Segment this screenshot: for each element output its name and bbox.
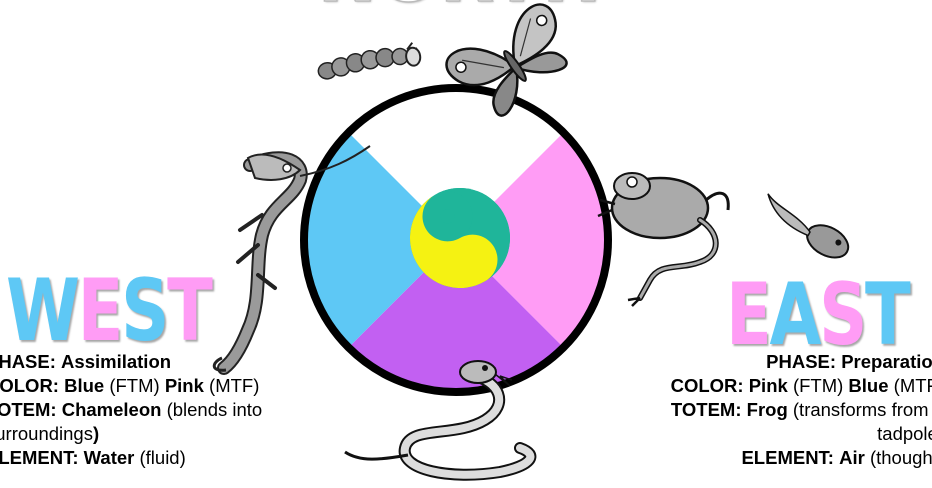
east-phase-line: PHASE: Preparation	[671, 350, 932, 374]
west-color-note-2: (MTF)	[209, 375, 259, 396]
west-element-note: (fluid)	[140, 447, 186, 468]
west-color-value-1: Blue	[64, 375, 104, 396]
west-info-panel: PHASE: Assimilation COLOR: Blue (FTM) Pi…	[0, 350, 262, 470]
west-title-letter: T	[167, 261, 210, 361]
west-totem-line-2: surroundings)	[0, 422, 262, 446]
caterpillar-icon	[316, 42, 421, 80]
east-element-value: Air	[839, 447, 865, 468]
west-color-note-1: (FTM)	[109, 375, 159, 396]
west-element-label: ELEMENT:	[0, 447, 79, 468]
east-phase-value: Preparation	[841, 351, 932, 372]
west-color-line: COLOR: Blue (FTM) Pink (MTF)	[0, 374, 262, 398]
east-totem-note-1: (transforms from a	[793, 399, 932, 420]
west-element-line: ELEMENT: Water (fluid)	[0, 446, 262, 470]
west-phase-line: PHASE: Assimilation	[0, 350, 262, 374]
west-phase-label: PHASE:	[0, 351, 56, 372]
east-totem-note-2: tadpole)	[877, 423, 932, 444]
east-element-note: (thought)	[870, 447, 932, 468]
west-element-value: Water	[84, 447, 135, 468]
east-color-value-2: Blue	[848, 375, 888, 396]
west-totem-note-2: surroundings	[0, 423, 93, 444]
west-title-letter: S	[121, 261, 167, 361]
east-phase-label: PHASE:	[766, 351, 836, 372]
east-totem-value: Frog	[747, 399, 788, 420]
west-totem-note-1: (blends into	[167, 399, 263, 420]
east-element-label: ELEMENT:	[741, 447, 834, 468]
west-title: WEST	[6, 268, 211, 354]
west-color-value-2: Pink	[165, 375, 204, 396]
tadpole-icon	[755, 194, 854, 264]
east-totem-label: TOTEM:	[671, 399, 742, 420]
west-color-label: COLOR:	[0, 375, 59, 396]
west-title-letter: W	[6, 261, 78, 361]
east-color-note-1: (FTM)	[793, 375, 843, 396]
east-color-label: COLOR:	[671, 375, 744, 396]
west-totem-label: TOTEM:	[0, 399, 57, 420]
west-totem-note-2-end: )	[93, 423, 99, 444]
east-totem-line-2: tadpole)	[671, 422, 932, 446]
east-color-note-2: (MTF)	[894, 375, 932, 396]
east-color-line: COLOR: Pink (FTM) Blue (MTF)	[671, 374, 932, 398]
west-totem-line: TOTEM: Chameleon (blends into	[0, 398, 262, 422]
west-totem-value: Chameleon	[62, 399, 162, 420]
east-color-value-1: Pink	[749, 375, 788, 396]
frog-icon	[598, 173, 728, 306]
east-element-line: ELEMENT: Air (thought)	[671, 446, 932, 470]
east-totem-line: TOTEM: Frog (transforms from a	[671, 398, 932, 422]
east-info-panel: PHASE: Preparation COLOR: Pink (FTM) Blu…	[671, 350, 932, 470]
east-title: EAST	[726, 272, 908, 358]
west-title-letter: E	[78, 261, 121, 361]
west-phase-value: Assimilation	[61, 351, 171, 372]
